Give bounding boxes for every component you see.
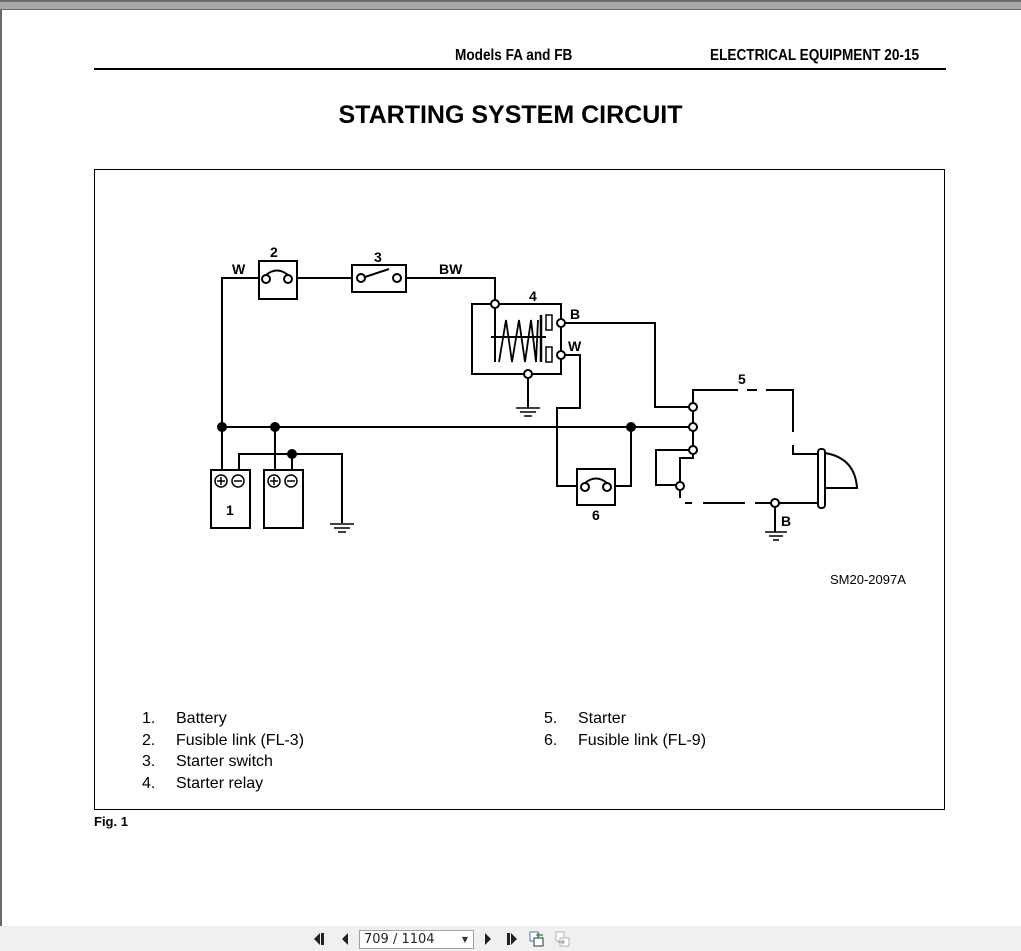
fusible-link-2	[258, 260, 298, 300]
header-models: Models FA and FB	[455, 47, 573, 64]
battery-2	[263, 469, 304, 529]
circuit-diagram: 2 3 4 5 6 1 W BW B W B	[210, 244, 859, 541]
last-page-icon[interactable]	[503, 931, 519, 947]
extract-page-icon[interactable]	[529, 931, 545, 947]
next-page-icon[interactable]	[480, 931, 496, 947]
label-relay-b: B	[570, 306, 580, 322]
figure-frame	[94, 169, 945, 810]
battery-1	[210, 469, 251, 529]
page-left-edge	[0, 10, 2, 926]
label-component-1: 1	[226, 502, 234, 518]
wire-bw	[406, 277, 496, 300]
page-number-select[interactable]: 709 / 1104 ▼	[359, 930, 474, 949]
label-component-3: 3	[374, 249, 382, 265]
fusible-link-6	[576, 468, 616, 506]
page-title: STARTING SYSTEM CIRCUIT	[338, 101, 683, 129]
first-page-icon[interactable]	[312, 931, 328, 947]
label-component-5: 5	[738, 371, 746, 387]
label-component-4: 4	[529, 288, 537, 304]
insert-page-icon[interactable]	[555, 931, 571, 947]
wire-relay-b	[565, 322, 689, 408]
wire-batt-neg	[238, 453, 343, 523]
chevron-down-icon: ▼	[461, 935, 468, 944]
wire-w-main	[221, 277, 259, 427]
wire-6-to-bus	[615, 427, 632, 487]
starter-switch-3	[351, 264, 407, 293]
figure-code: SM20-2097A	[830, 572, 906, 587]
label-relay-w: W	[568, 338, 582, 354]
ground-battery	[330, 523, 354, 533]
starter-5	[655, 389, 859, 541]
header-rule	[94, 68, 946, 70]
wire-relay-w	[556, 354, 581, 487]
label-wire-w: W	[232, 261, 246, 277]
header-section: ELECTRICAL EQUIPMENT 20-15	[710, 47, 920, 64]
document-page: Models FA and FB ELECTRICAL EQUIPMENT 20…	[0, 10, 1021, 926]
figure-label: Fig. 1	[94, 814, 128, 829]
viewer-toolbar: 709 / 1104 ▼	[0, 926, 1021, 951]
starter-relay-4	[471, 299, 566, 417]
label-component-2: 2	[270, 244, 278, 260]
label-starter-b: B	[781, 513, 791, 529]
label-wire-bw: BW	[439, 261, 463, 277]
label-component-6: 6	[592, 507, 600, 523]
viewer-top-bar	[0, 0, 1021, 10]
previous-page-icon[interactable]	[337, 931, 353, 947]
